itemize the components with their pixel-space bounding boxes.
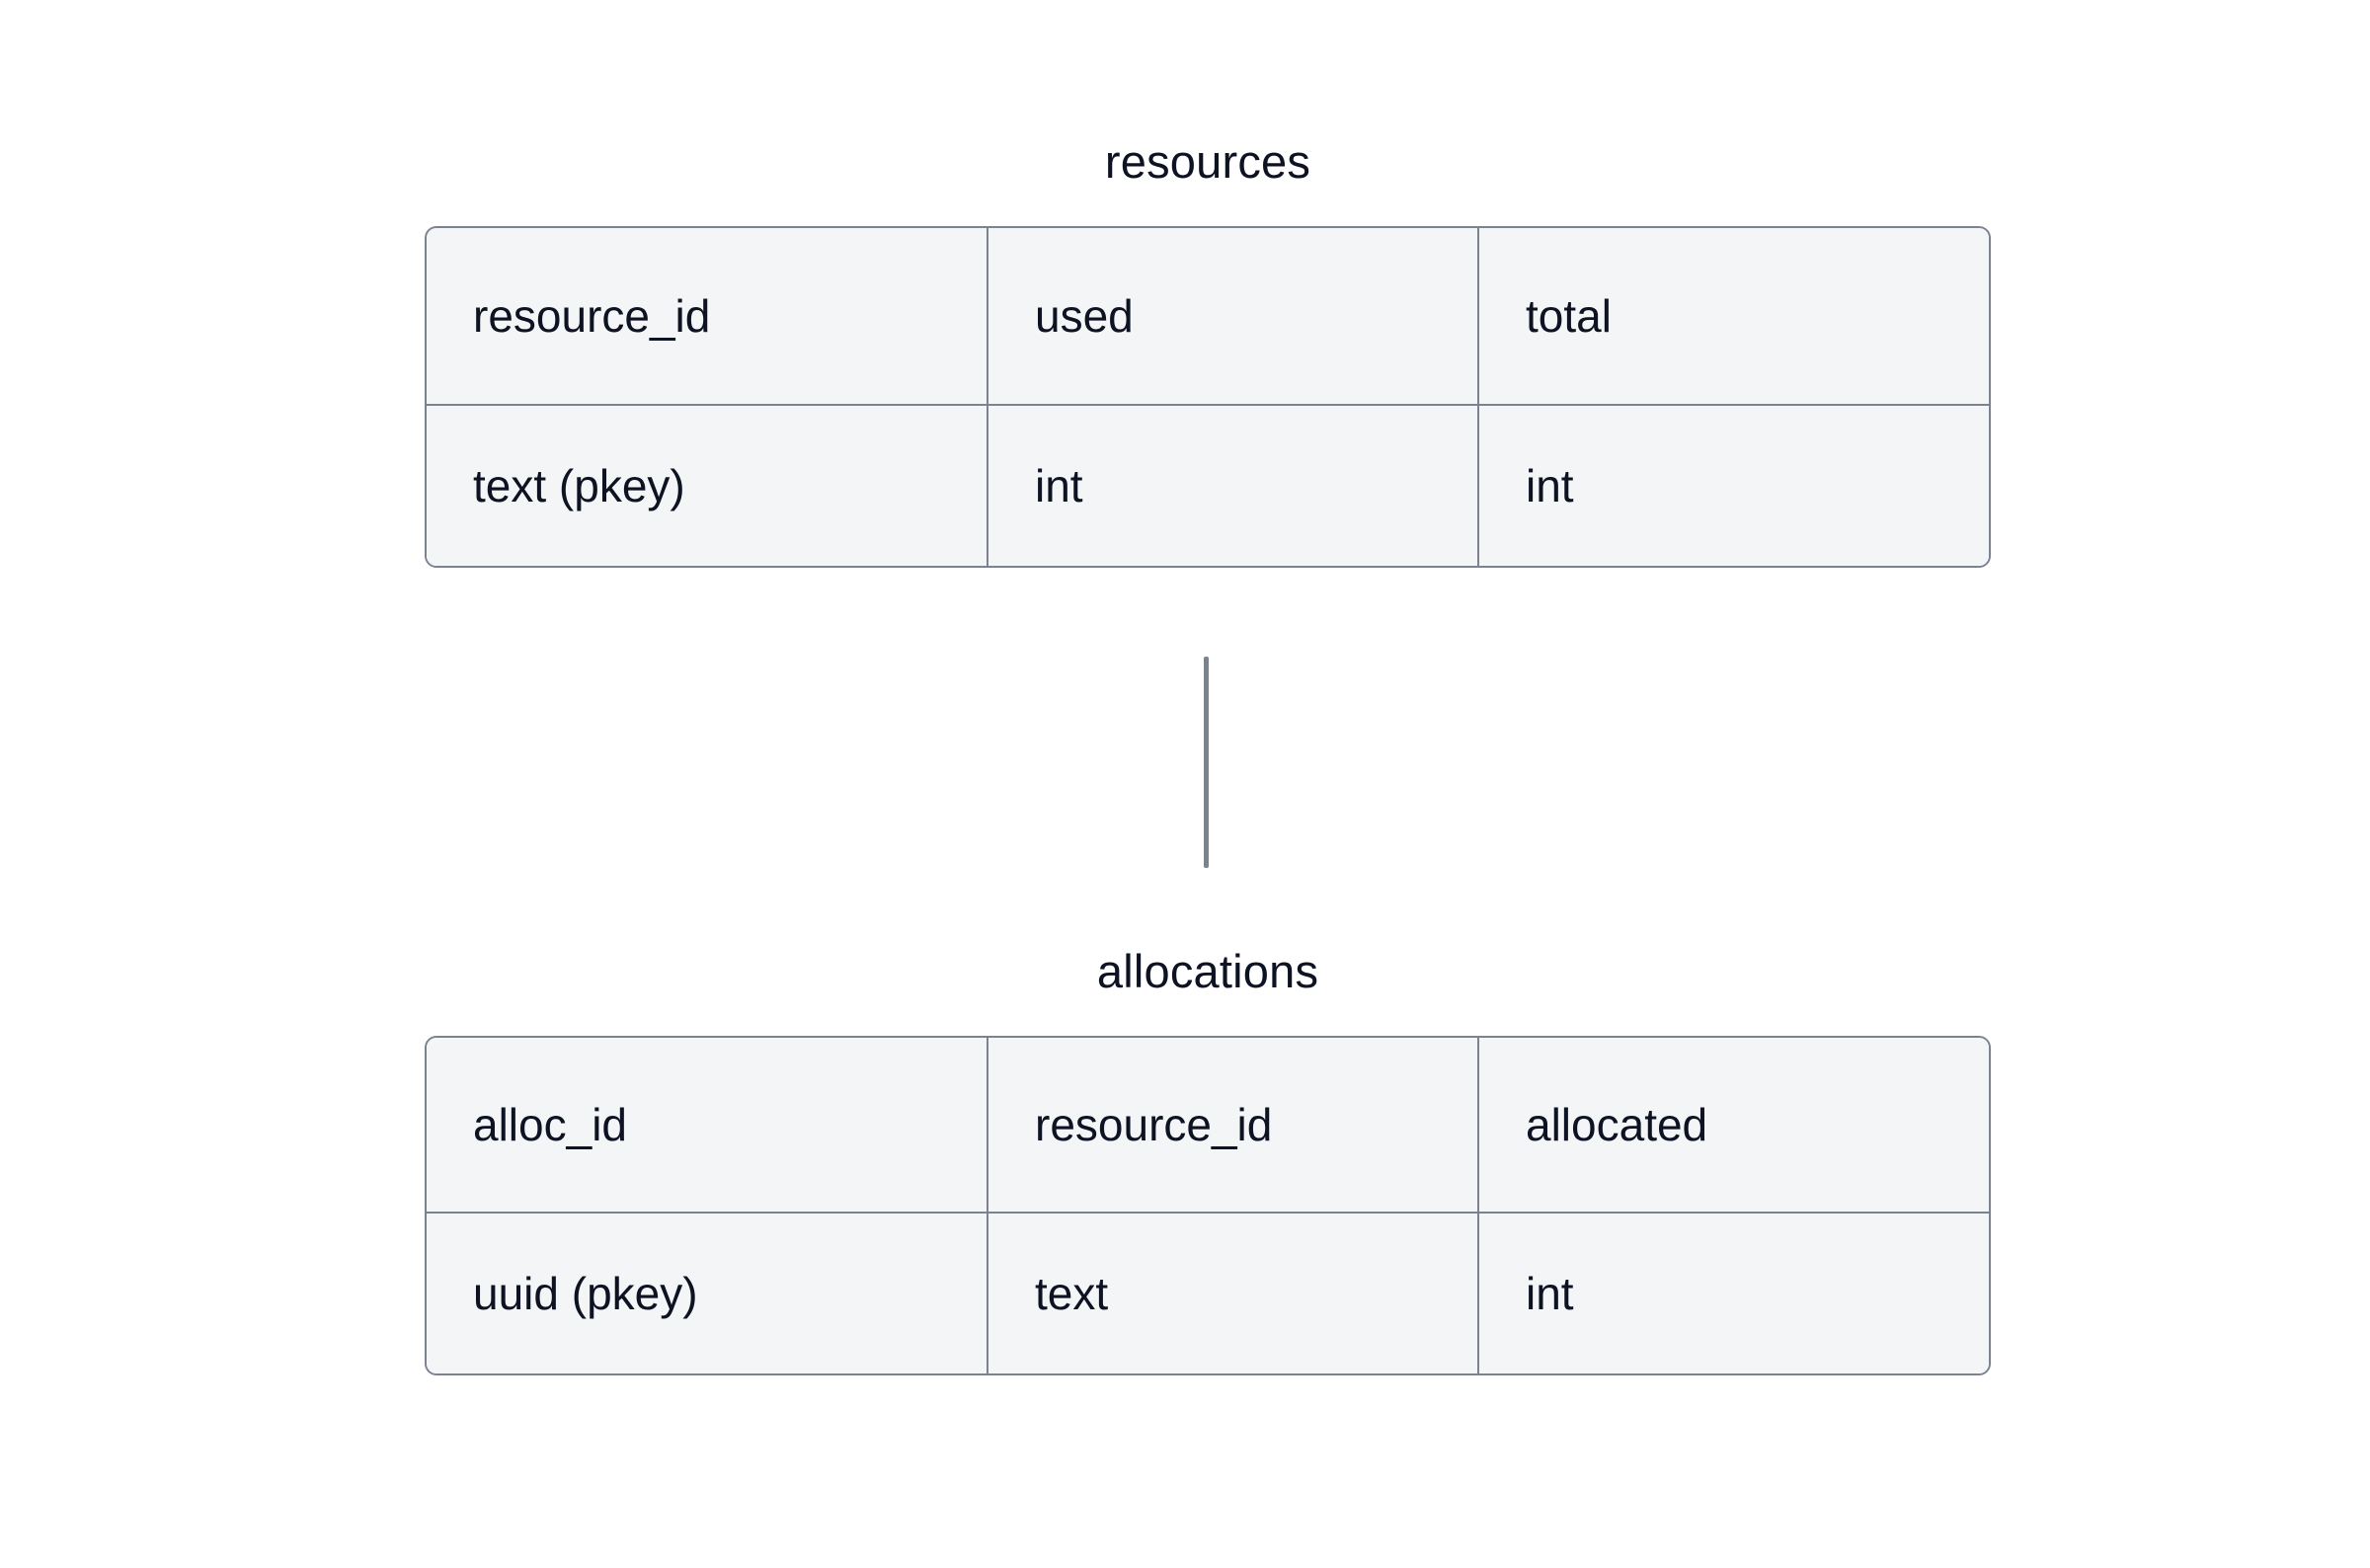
table-header-cell: used: [988, 228, 1479, 406]
table-header-cell: resource_id: [988, 1038, 1479, 1214]
entity-title-resources: resources: [1104, 135, 1311, 188]
table-type-cell: int: [988, 406, 1479, 566]
table-header-cell: alloc_id: [427, 1038, 988, 1214]
relationship-connector-resources-allocations: [1204, 657, 1209, 868]
table-header-cell: allocated: [1479, 1038, 1989, 1214]
entity-allocations[interactable]: allocations alloc_id resource_id allocat…: [425, 948, 1991, 1375]
table-type-cell: text (pkey): [427, 406, 988, 566]
entity-table-allocations: alloc_id resource_id allocated uuid (pke…: [425, 1036, 1991, 1375]
table-header-cell: resource_id: [427, 228, 988, 406]
entity-table-resources: resource_id used total text (pkey) int i…: [425, 226, 1991, 568]
table-type-cell: uuid (pkey): [427, 1214, 988, 1373]
table-type-cell: text: [988, 1214, 1479, 1373]
entity-resources[interactable]: resources resource_id used total text (p…: [425, 138, 1991, 568]
table-header-cell: total: [1479, 228, 1989, 406]
table-type-cell: int: [1479, 1214, 1989, 1373]
table-type-cell: int: [1479, 406, 1989, 566]
entity-title-allocations: allocations: [1096, 945, 1319, 997]
